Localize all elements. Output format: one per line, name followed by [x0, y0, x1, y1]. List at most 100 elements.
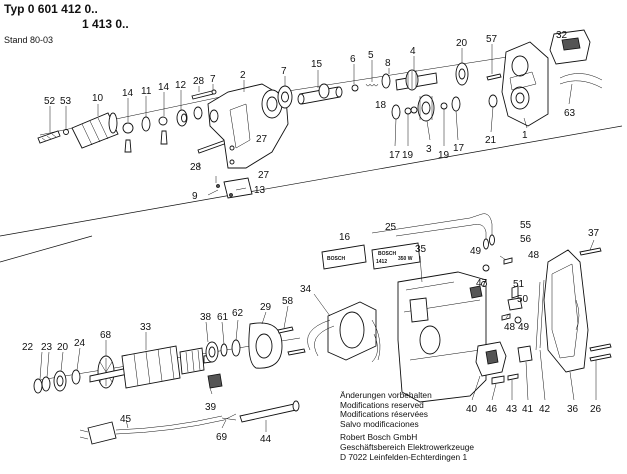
gear-box-cover-part	[501, 41, 549, 127]
callout-14-left: 14	[122, 88, 134, 99]
drill-bit-part	[37, 130, 61, 144]
callout-12: 12	[175, 80, 187, 91]
callout-45: 45	[120, 414, 132, 425]
callout-41: 41	[522, 404, 534, 415]
callout-14-right: 14	[158, 82, 170, 93]
type-plate-right-model: 1412	[376, 259, 387, 265]
callout-20-top: 20	[456, 38, 468, 49]
screw-part-upper	[191, 89, 217, 100]
callout-21: 21	[485, 135, 497, 146]
callout-57: 57	[486, 34, 498, 45]
note-spanish: Salvo modificaciones	[340, 418, 419, 429]
callout-40: 40	[466, 404, 478, 415]
callout-24: 24	[74, 338, 86, 349]
company-name: Robert Bosch GmbH	[340, 432, 418, 443]
carbon-brush-part	[207, 373, 223, 395]
retaining-ring-23-part	[41, 376, 51, 392]
callout-36: 36	[567, 404, 579, 415]
callout-6: 6	[350, 54, 356, 65]
type-number-line-1: Typ 0 601 412 0..	[4, 2, 98, 16]
callout-19-right: 19	[438, 150, 450, 161]
washer-part	[141, 116, 151, 132]
shim-washer-part	[351, 84, 359, 92]
chuck-key-part	[122, 122, 134, 153]
spur-gear-part	[417, 94, 435, 122]
cable-guard-42-part	[535, 279, 545, 351]
callout-32: 32	[556, 30, 568, 41]
spacer-47-part	[481, 281, 487, 287]
ball-bearing-38-part	[205, 341, 219, 363]
connecting-wire-56-part	[395, 224, 489, 250]
callout-39: 39	[205, 402, 217, 413]
rubber-bearing-62-part	[231, 339, 241, 357]
ball-bearing-small-part	[193, 106, 203, 120]
pin-part	[229, 159, 235, 165]
tapping-screw-58-upper-part	[277, 326, 294, 334]
callout-68: 68	[100, 330, 112, 341]
callout-33: 33	[140, 322, 152, 333]
type-plate-left-part: BOSCH	[321, 244, 367, 270]
callout-9: 9	[192, 191, 198, 202]
callout-58: 58	[282, 296, 294, 307]
thrust-washer-part	[381, 73, 391, 89]
type-number-line-2: 1 413 0..	[82, 17, 129, 31]
callout-28-top: 28	[193, 76, 205, 87]
needle-sleeve-bearing-part	[455, 62, 469, 86]
housing-screw-26-upper-part	[589, 343, 612, 352]
tapping-screw-58-lower-part	[287, 348, 306, 356]
callout-52: 52	[44, 96, 56, 107]
callout-49-bottom: 49	[518, 322, 530, 333]
chuck-key-holder-part	[158, 116, 168, 145]
callout-5: 5	[368, 50, 374, 61]
callout-48-bottom: 48	[504, 322, 516, 333]
callout-25: 25	[385, 222, 397, 233]
note-german: Änderungen vorbehalten	[340, 390, 432, 400]
callout-17-left: 17	[389, 150, 401, 161]
callout-17-right: 17	[453, 143, 465, 154]
cable-guide-50-part	[507, 297, 523, 311]
callout-8: 8	[385, 58, 391, 69]
callout-16: 16	[339, 232, 351, 243]
connecting-wire-55-part	[371, 213, 495, 246]
callout-7-right: 7	[281, 66, 287, 77]
callout-15: 15	[311, 59, 323, 70]
lock-button-46-part	[491, 375, 505, 385]
bearing-seat-24-part	[71, 369, 81, 385]
compression-spring-part	[365, 83, 379, 87]
bearing-ring-61-part	[220, 343, 228, 357]
callout-7-left: 7	[210, 74, 216, 85]
housing-screw-37-part	[579, 247, 602, 256]
callout-51: 51	[513, 279, 525, 290]
power-cord-plug-part	[79, 415, 225, 445]
callout-numbers: 52 53 10 14 11 14 12 28 7 2 27 27 28 9 1…	[22, 30, 602, 445]
gear-housing-part	[207, 83, 289, 169]
capacitor-41-part	[517, 345, 533, 363]
callout-48-top: 48	[528, 250, 540, 261]
callout-43: 43	[506, 404, 518, 415]
screw-48-lower-part	[501, 313, 511, 321]
callout-10: 10	[92, 93, 104, 104]
spring-clip-part	[559, 73, 603, 89]
bushing-part	[176, 109, 188, 127]
note-english: Modifications reserved	[340, 399, 424, 410]
callout-22: 22	[22, 342, 34, 353]
callout-42: 42	[539, 404, 551, 415]
callout-29: 29	[260, 302, 272, 313]
sleeve-bushing-part	[488, 94, 498, 108]
callout-3: 3	[426, 144, 432, 155]
screw-43-part	[507, 373, 519, 381]
callout-53: 53	[60, 96, 72, 107]
callout-28-bottom: 28	[190, 162, 202, 173]
cable-protection-sleeve-part	[239, 400, 300, 423]
callout-13: 13	[254, 185, 266, 196]
handle-half-shell-part	[543, 249, 589, 373]
callout-49-top: 49	[470, 246, 482, 257]
revision-stand: Stand 80-03	[4, 35, 54, 45]
company-division: Geschäftsbereich Elektrowerkzeuge	[340, 441, 475, 452]
callout-1: 1	[522, 130, 528, 141]
cable-clamp-49-upper-part	[482, 264, 490, 272]
callout-35: 35	[415, 244, 427, 255]
callout-19-left: 19	[402, 150, 414, 161]
callout-62: 62	[232, 308, 244, 319]
